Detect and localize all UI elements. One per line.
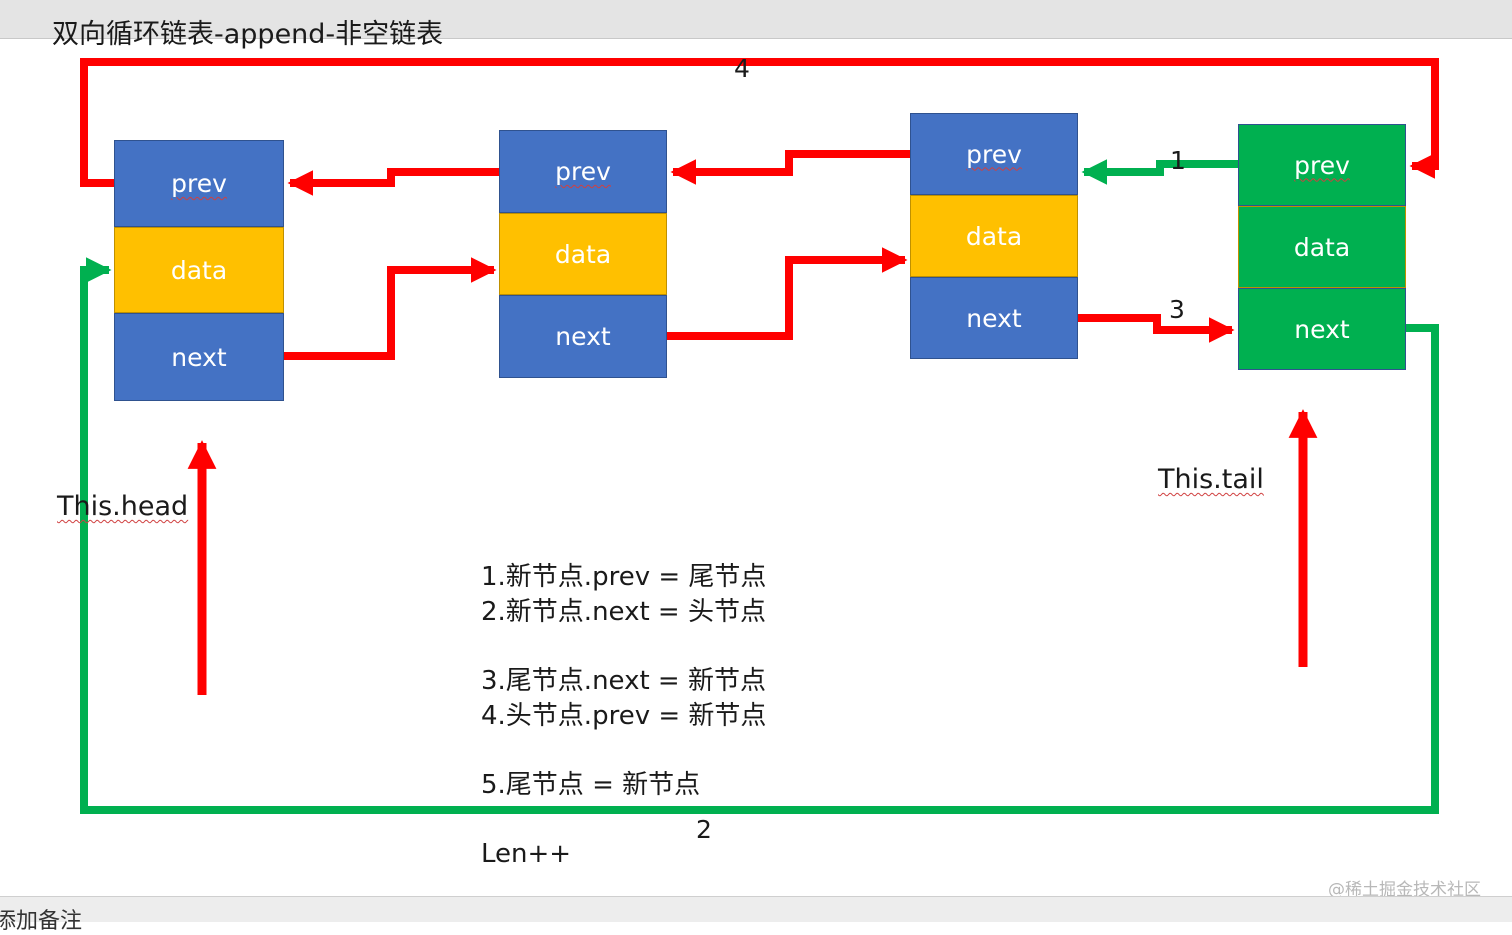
node-data-label: data [170,255,228,285]
tail-pointer-label: This.tail [1158,464,1264,495]
step-line-len: Len++ [481,839,572,869]
node-data-field: data [910,195,1078,277]
arrow-number-2: 2 [696,815,712,844]
step-gap [481,630,766,664]
node-next-field: next [1238,288,1406,370]
node-prev-field: prev [114,140,284,227]
head-pointer-label: This.head [57,491,189,522]
node-data-field: data [1238,206,1406,288]
step-line-3: 3.尾节点.next = 新节点 [481,666,766,696]
node-data-label: data [554,239,612,269]
prev-arrow-2-to-1 [287,168,499,196]
step3-arrow-tail-next-to-new [1078,314,1235,343]
node-prev-label: prev [1294,150,1350,180]
step-line-4: 4.头节点.prev = 新节点 [481,701,767,731]
arrow-number-1: 1 [1170,146,1186,175]
node-next-label: next [171,342,227,372]
watermark-text: @稀土掘金技术社区 [1328,880,1481,900]
step-line-2: 2.新节点.next = 头节点 [481,597,766,627]
step1-arrow-new-prev-to-tail [1081,159,1238,185]
list-node-tail: prev data next [910,113,1078,359]
step-line-1: 1.新节点.prev = 尾节点 [481,562,767,592]
list-node-new: prev data next [1238,124,1406,370]
node-data-field: data [499,213,667,295]
node-next-label: next [966,303,1022,333]
prev-arrow-3-to-2 [670,150,910,185]
node-next-label: next [1294,314,1350,344]
node-prev-label: prev [171,169,227,198]
steps-text-block: 1.新节点.prev = 尾节点 2.新节点.next = 头节点 3.尾节点.… [481,560,766,872]
node-prev-field: prev [910,113,1078,195]
step-gap [481,803,766,837]
list-node-middle: prev data next [499,130,667,378]
node-prev-label: prev [966,139,1022,169]
slide-title: 双向循环链表-append-非空链表 [52,19,444,50]
node-data-label: data [965,221,1023,251]
node-next-field: next [910,277,1078,359]
window-top-bar [0,0,1512,39]
node-prev-field: prev [1238,124,1406,206]
node-prev-field: prev [499,130,667,213]
notes-bar[interactable]: 添加备注 [0,896,1512,934]
step2-arrow-new-next-to-head [80,257,1439,814]
step-line-5: 5.尾节点 = 新节点 [481,770,701,800]
node-next-label: next [555,322,611,351]
next-arrow-2-to-3 [667,247,908,340]
add-notes-label[interactable]: 添加备注 [0,909,83,934]
node-prev-label: prev [555,157,611,186]
next-arrow-1-to-2 [284,257,497,360]
list-node-head: prev data next [114,140,284,401]
arrow-number-4: 4 [734,54,750,83]
node-next-field: next [499,295,667,378]
node-next-field: next [114,313,284,401]
node-data-label: data [1293,232,1351,262]
step-gap [481,734,766,768]
arrow-number-3: 3 [1169,295,1185,324]
step4-arrow-head-prev-to-new [80,58,1439,187]
node-data-field: data [114,227,284,313]
